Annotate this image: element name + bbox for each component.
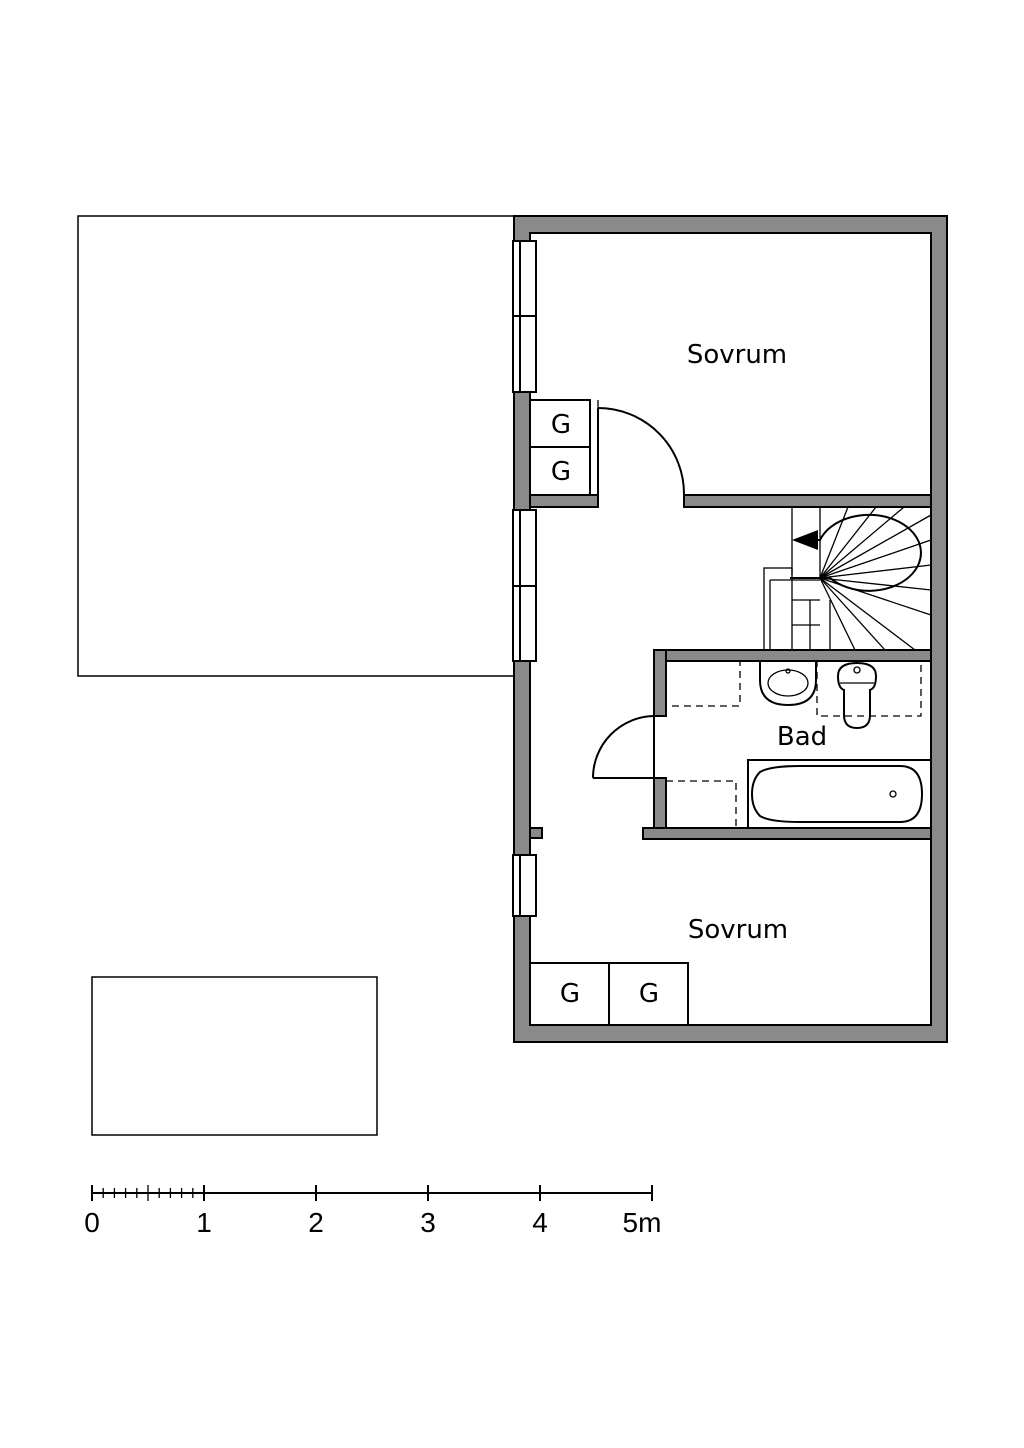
closet-label-bottom-1: G xyxy=(560,979,580,1009)
closet-group-top: G G xyxy=(529,399,599,496)
toilet xyxy=(836,661,878,730)
adjacent-area-outline xyxy=(77,215,515,677)
room-label-bedroom-top: Sovrum xyxy=(687,340,787,370)
bath-clearance xyxy=(665,780,737,829)
walls xyxy=(513,215,948,1043)
room-label-bathroom: Bad xyxy=(777,722,827,752)
outbuilding-outline xyxy=(91,976,378,1136)
closet-label-bottom-2: G xyxy=(639,979,659,1009)
bathtub xyxy=(747,759,932,829)
closet-label-top-2: G xyxy=(551,457,571,487)
stair-walkline xyxy=(790,513,922,592)
wall-bath-bottom xyxy=(642,827,932,840)
wall-bath-left-upper xyxy=(653,649,667,717)
scale-label: 2 xyxy=(308,1207,324,1238)
windows xyxy=(512,240,537,917)
scale-label: 5m xyxy=(623,1207,662,1238)
scale-label: 3 xyxy=(420,1207,436,1238)
sink xyxy=(759,661,817,707)
wall-closet-stub xyxy=(529,494,599,508)
sink-clearance xyxy=(665,660,741,707)
window-bottom xyxy=(512,854,537,917)
scale-label: 4 xyxy=(532,1207,548,1238)
door-bathroom xyxy=(592,715,655,779)
door-bedroom-top xyxy=(597,407,686,496)
room-label-bedroom-bottom: Sovrum xyxy=(688,915,788,945)
stair-arrow-icon xyxy=(792,530,818,550)
stair-treads xyxy=(819,506,932,651)
staircase xyxy=(763,506,932,651)
wall-bath-top xyxy=(653,649,932,662)
scale-bar: 0 1 2 3 4 5m xyxy=(84,1185,661,1238)
wall-bath-left-lower xyxy=(653,777,667,829)
outer-wall xyxy=(513,215,948,1043)
scale-label: 0 xyxy=(84,1207,100,1238)
wall-stub-left xyxy=(529,827,543,839)
closet-label-top-1: G xyxy=(551,410,571,440)
bathroom-fixtures xyxy=(665,660,932,829)
closet-group-bottom: G G xyxy=(529,962,689,1026)
bathtub-basin xyxy=(750,765,924,823)
scale-label: 1 xyxy=(196,1207,212,1238)
wall-bedroom-top-bottom xyxy=(683,494,932,508)
